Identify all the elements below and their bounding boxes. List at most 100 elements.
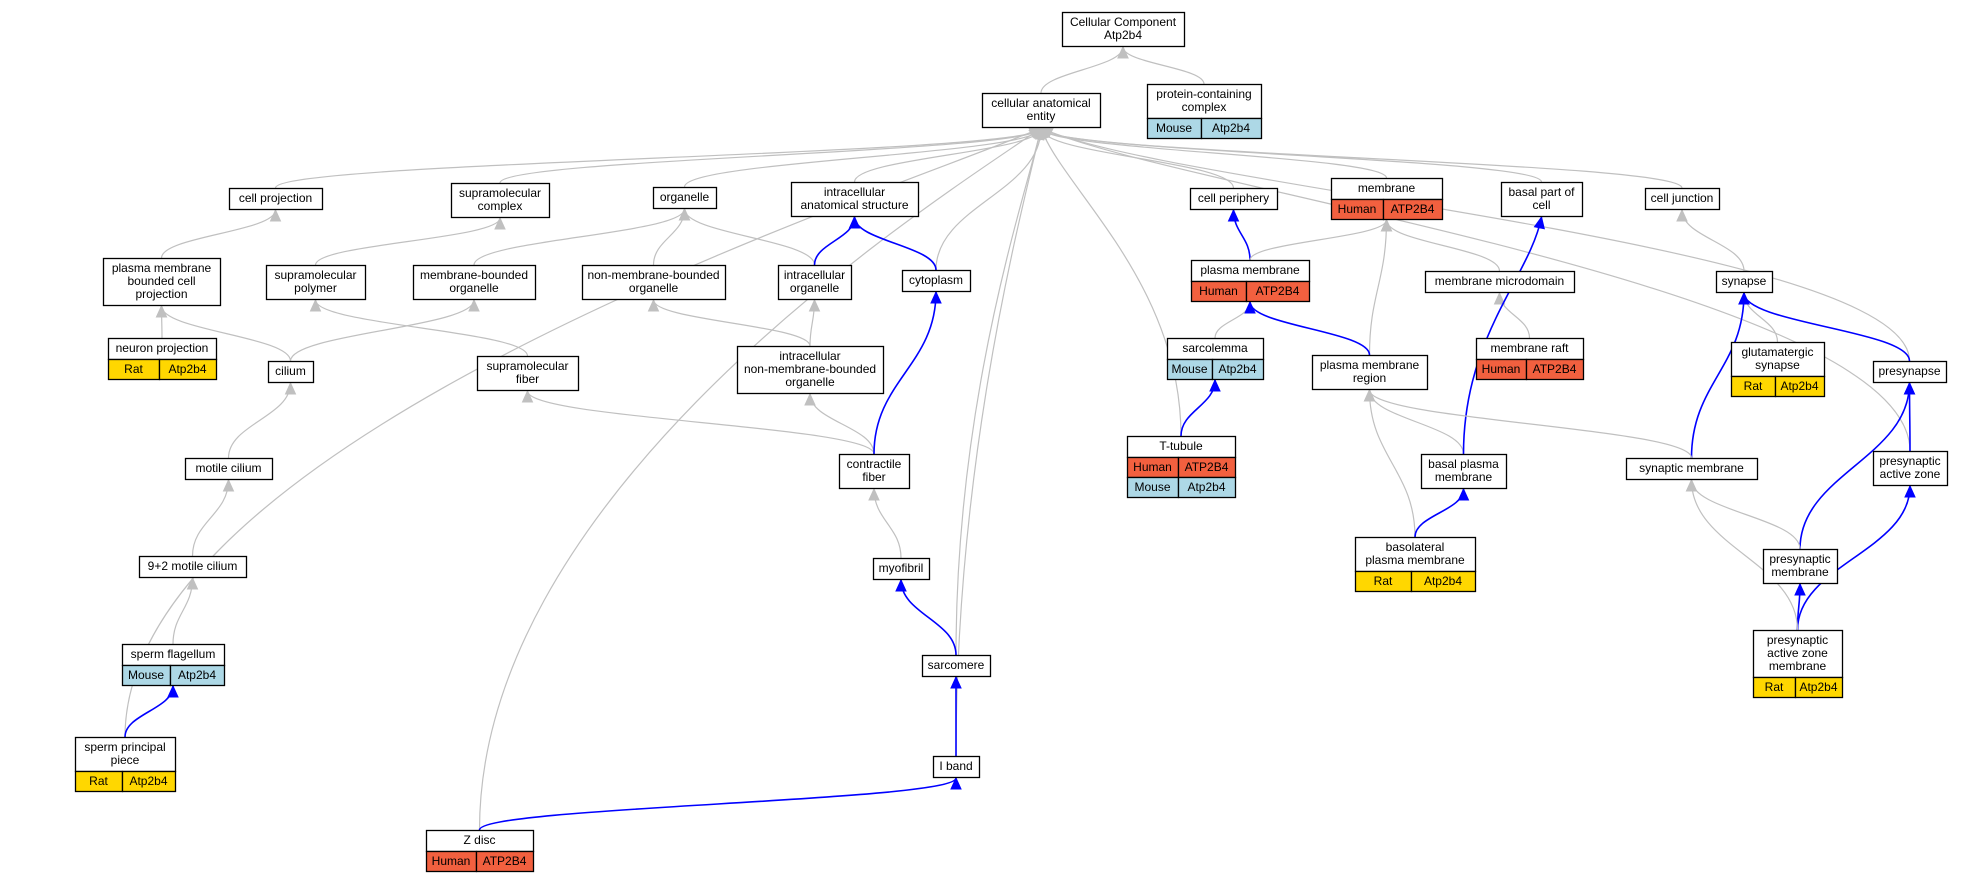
- edge-arrowhead: [1117, 45, 1129, 59]
- node-c92[interactable]: 9+2 motile cilium: [138, 555, 248, 579]
- edge-inmbo-to-nmbo: [647, 298, 811, 347]
- node-memmicro[interactable]: membrane microdomain: [1424, 270, 1576, 294]
- node-label: fiber: [862, 470, 885, 484]
- node-celljunction[interactable]: cell junction: [1644, 187, 1721, 211]
- node-label: cell periphery: [1198, 191, 1269, 205]
- edge-memmicro-to-membrane: [1380, 218, 1501, 272]
- node-label: membrane: [1769, 659, 1827, 673]
- node-label: bounded cell: [127, 274, 195, 288]
- node-organelle[interactable]: organelle: [652, 186, 718, 210]
- gene-label: ATP2B4: [1256, 284, 1300, 298]
- node-synmem[interactable]: synaptic membrane: [1625, 457, 1759, 481]
- node-label: motile cilium: [195, 461, 261, 475]
- node-sarcomere[interactable]: sarcomere: [921, 654, 992, 678]
- node-label: plasma membrane: [1365, 553, 1465, 567]
- edge-contractile-to-inmbo: [804, 392, 875, 455]
- gene-cell: [1177, 476, 1237, 499]
- node-box: [1146, 83, 1263, 120]
- edge-line: [124, 685, 174, 738]
- edge-arrowhead: [1380, 218, 1393, 232]
- gene-cell: [1382, 198, 1444, 221]
- edge-synapse-to-celljunction: [1676, 208, 1745, 272]
- edge-pmregion-to-membrane: [1368, 218, 1393, 356]
- node-label: entity: [1027, 109, 1056, 123]
- node-label: synaptic membrane: [1639, 461, 1744, 475]
- node-cytoplasm[interactable]: cytoplasm: [901, 269, 972, 293]
- node-cilium[interactable]: cilium: [267, 360, 315, 384]
- node-cellperiph[interactable]: cell periphery: [1189, 187, 1279, 211]
- node-label: cellular anatomical: [991, 96, 1090, 110]
- edge-sarcomere-to-myofibril: [895, 578, 957, 656]
- edge-line: [1040, 127, 1543, 183]
- node-synapse[interactable]: synapse: [1715, 270, 1774, 294]
- edge-spermflag-to-c92: [172, 576, 199, 645]
- species-label: Human: [1199, 284, 1238, 298]
- node-presynapse[interactable]: presynapse: [1872, 360, 1948, 384]
- edge-contractile-to-cytoplasm: [873, 290, 942, 455]
- edge-line: [1040, 127, 1683, 189]
- node-cellproj[interactable]: cell projection: [228, 187, 324, 211]
- node-label: neuron projection: [116, 341, 209, 355]
- node-label: sperm principal: [84, 740, 165, 754]
- node-motilecilium[interactable]: motile cilium: [184, 457, 274, 481]
- node-label: presynaptic: [1769, 552, 1830, 566]
- edge-cilium-to-pmbcp: [155, 304, 292, 362]
- node-box: [450, 182, 551, 219]
- edge-arrowhead: [167, 684, 179, 698]
- edge-arrowhead: [868, 487, 880, 501]
- edge-arrowhead: [222, 478, 235, 492]
- node-box: [777, 264, 853, 301]
- node-label: plasma membrane: [1200, 263, 1300, 277]
- edge-line: [124, 127, 1042, 738]
- node-label: plasma membrane: [112, 261, 212, 275]
- gene-cell: [475, 850, 535, 873]
- node-label: T-tubule: [1159, 439, 1203, 453]
- node-box: [1311, 354, 1429, 391]
- edge-arrowhead: [1493, 291, 1506, 305]
- node-box: [838, 453, 911, 490]
- edge-line: [652, 208, 686, 266]
- node-label: membrane: [1771, 565, 1829, 579]
- node-label: cell junction: [1651, 191, 1714, 205]
- edge-line: [1368, 389, 1465, 455]
- node-label: basolateral: [1386, 540, 1445, 554]
- edge-suprapolymer-to-supracomplex: [314, 216, 506, 266]
- node-label: presynapse: [1878, 364, 1940, 378]
- edge-line: [1040, 127, 1182, 437]
- node-inmbo[interactable]: intracellularnon-membrane-boundedorganel…: [736, 345, 885, 395]
- edge-arrowhead: [848, 215, 861, 229]
- node-iband[interactable]: I band: [932, 755, 981, 779]
- node-box: [790, 181, 920, 218]
- node-myofibril[interactable]: myofibril: [872, 557, 931, 581]
